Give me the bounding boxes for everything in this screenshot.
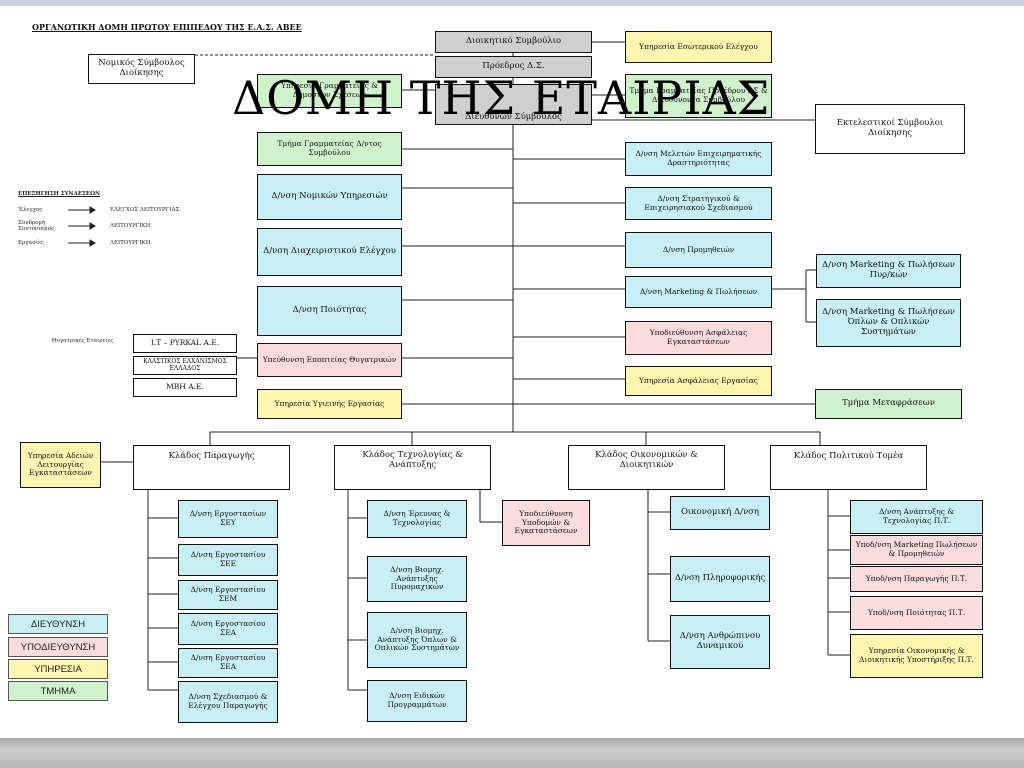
unit-plant-sea-1: Δ/νση Εργοστασίου ΣΕΑ (178, 613, 278, 645)
board-box: Διοικητικό Συμβούλιο (435, 31, 592, 53)
unit-research-tech: Δ/νση Έρευνας & Τεχνολογίας (367, 500, 467, 538)
secretariat-pr-box: Υπηρεσία Γραμματείας & Δημοσίων Σχέσεων (257, 74, 402, 108)
management-audit-box: Δ/νση Διαχειριστικού Ελέγχου (257, 228, 402, 276)
business-studies-box: Δ/νση Μελετών Επιχειρηματικής Δραστηριότ… (625, 142, 772, 176)
unit-civil-production: Υποδ/νση Παραγωγής Π.Τ. (850, 566, 983, 592)
unit-infrastructure: Υποδιεύθυνση Υποδομών & Εγκαταστάσεων (502, 500, 590, 546)
unit-plant-sey: Δ/νση Εργοστασίων ΣΕΥ (178, 500, 278, 538)
legend-subdirectorate: ΥΠΟΔΙΕΥΘΥΝΣΗ (8, 637, 108, 657)
key-from-3: Εργασίες (18, 240, 45, 246)
facility-security-box: Υποδιεύθυνση Ασφάλειας Εγκαταστάσεων (625, 321, 772, 355)
key-from-2: Συνδρομή Συντονισμός (18, 220, 55, 232)
legend-department: ΤΜΗΜΑ (8, 681, 108, 701)
quality-box: Δ/νση Ποιότητας (257, 286, 402, 336)
branch-production: Κλάδος Παραγωγής (133, 445, 290, 490)
legal-services-box: Δ/νση Νομικών Υπηρεσιών (257, 174, 402, 220)
org-chart-connectors (68, 41, 850, 691)
executive-advisors-box: Εκτελεστικοί Σύμβουλοι Διοίκησης (815, 104, 965, 154)
slide-title: ΔΟΜΗ ΤΗΣ ΕΤΑΙΡΙΑΣ (232, 71, 771, 125)
unit-production-planning: Δ/νση Σχεδιασμού & Ελέγχου Παραγωγής (178, 681, 278, 723)
marketing-sales-box: Δ/νση Marketing & Πωλήσεων (625, 276, 772, 308)
internal-audit-box: Υπηρεσία Εσωτερικού Ελέγχου (625, 31, 772, 63)
unit-civil-quality: Υποδ/νση Ποιότητας Π.Τ. (850, 596, 983, 630)
unit-special-programs: Δ/νση Ειδικών Προγραμμάτων (367, 680, 467, 722)
marketing-ammo-box: Δ/νση Marketing & Πωλήσεων Πυρ/κών (816, 254, 961, 288)
unit-hr: Δ/νση Ανθρώπινου Δυναμικού (670, 615, 770, 669)
key-title: ΕΠΕΞΗΓΗΣΗ ΣΥΝΔΕΣΕΩΝ (18, 191, 101, 197)
unit-financial: Οικονομική Δ/νση (670, 496, 770, 530)
key-to-2: ΛΕΙΤΟΥΡΓΙΚΗ (110, 223, 151, 229)
key-to-3: ΛΕΙΤΟΥΡΓΙΚΗ (110, 240, 151, 246)
legend-directorate: ΔΙΕΥΘΥΝΣΗ (8, 614, 108, 634)
ceo-secretariat-box: Τμήμα Γραμματείας Δ/ντος Συμβούλου (257, 132, 402, 166)
work-safety-box: Υπηρεσία Ασφάλειας Εργασίας (625, 366, 772, 396)
chair-secretariat-box: Τμήμα Γραμματείας Προέδρου ΔΣ & Διευθύνο… (625, 74, 772, 118)
subsidiary-klastikos: ΚΛΑΣΤΙΚΟΣ ΕΑΧΑΝΙΣΜΟΣ ΕΛΛΑΔΟΣ (133, 356, 237, 375)
branch-civil: Κλάδος Πολιτικού Τομέα (770, 445, 927, 490)
procurement-box: Δ/νση Προμηθειών (625, 232, 772, 268)
legal-advisor-box: Νομικός Σύμβουλος Διοίκησης (88, 54, 195, 84)
unit-civil-support: Υπηρεσία Οικονομικής & Διοικητικής Υποστ… (850, 634, 983, 678)
subsidiary-mvh: ΜΒΗ Α.Ε. (133, 378, 237, 397)
marketing-weapons-box: Δ/νση Marketing & Πωλήσεων Όπλων & Οπλικ… (816, 299, 961, 347)
unit-ammo-development: Δ/νση Βιομηχ. Ανάπτυξης Πυρομαχικών (367, 556, 467, 602)
slide-footer-band (0, 738, 1024, 768)
chairman-box: Πρόεδρος Δ.Σ. (435, 56, 592, 78)
subsidiaries-label: Θυγατρικές Εταιρείες (52, 338, 114, 344)
translation-dept-box: Τμήμα Μεταφράσεων (815, 389, 962, 419)
ceo-box: Διευθύνων Σύμβουλος (435, 84, 592, 125)
unit-plant-see: Δ/νση Εργοστασίου ΣΕΕ (178, 544, 278, 576)
legend-service: ΥΠΗΡΕΣΙΑ (8, 659, 108, 679)
branch-finance: Κλάδος Οικονομικών & Διοικητικών (568, 445, 725, 490)
unit-it: Δ/νση Πληροφορικής (670, 556, 770, 602)
occupational-health-box: Υπηρεσία Υγιεινής Εργασίας (257, 389, 402, 419)
branch-technology: Κλάδος Τεχνολογίας & Ανάπτυξης (334, 445, 491, 490)
unit-plant-sem: Δ/νση Εργοστασίου ΣΕΜ (178, 580, 278, 610)
slide-top-edge (0, 0, 1024, 6)
subsidiary-supervision-box: Υπεύθυνση Εποπτείας Θυγατρικών (257, 343, 402, 377)
unit-civil-marketing: Υποδ/νση Marketing Πωλήσεων & Προμηθειών (850, 535, 983, 565)
strategic-planning-box: Δ/νση Στρατηγικού & Επιχειρησιακού Σχεδι… (625, 187, 772, 220)
chart-caption: ΟΡΓΑΝΩΤΙΚΗ ΔΟΜΗ ΠΡΩΤΟΥ ΕΠΙΠΕΔΟΥ ΤΗΣ Ε.Α.… (32, 22, 302, 32)
unit-weapons-development: Δ/νση Βιομηχ. Ανάπτυξης Όπλων & Οπλικών … (367, 612, 467, 668)
unit-civil-development: Δ/νση Ανάπτυξης & Τεχνολογίας Π.Τ. (850, 500, 983, 534)
key-to-1: ΕΛΕΓΧΟΣ ΛΕΙΤΟΥΡΓΙΑΣ (110, 207, 180, 213)
key-from-1: Έλεγχος (18, 207, 43, 213)
plant-operations-box: Υπηρεσία Αδειών Λειτουργίας Εγκαταστάσεω… (20, 442, 101, 488)
unit-plant-sea-2: Δ/νση Εργοστασίου ΣΕΑ (178, 648, 278, 678)
subsidiary-pyrkal: I.T – PYRKAL A.E. (133, 334, 237, 353)
